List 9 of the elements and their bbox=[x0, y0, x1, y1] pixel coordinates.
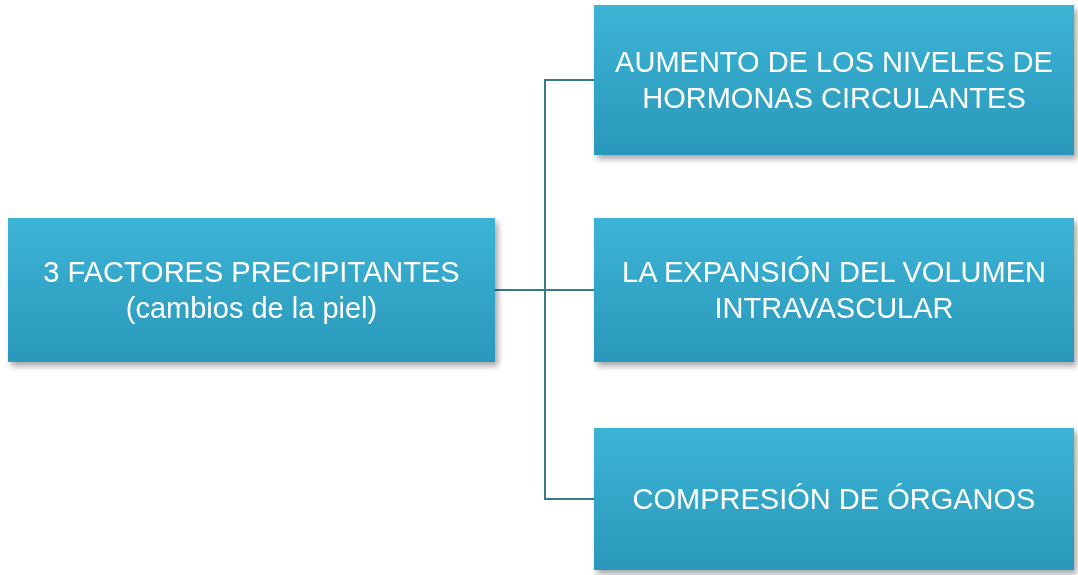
process-box bbox=[594, 218, 1074, 362]
connector-line bbox=[494, 289, 595, 500]
box-text: 3 FACTORES PRECIPITANTES (cambios de la piel) bbox=[42, 254, 461, 326]
box-text: AUMENTO DE LOS NIVELES DE HORMONAS CIRCULANTES bbox=[614, 44, 1054, 116]
process-box bbox=[594, 428, 1074, 570]
box-text: LA EXPANSIÓN DEL VOLUMEN INTRAVASCULAR bbox=[621, 254, 1047, 326]
box-text: COMPRESIÓN DE ÓRGANOS bbox=[632, 481, 1036, 517]
process-box bbox=[594, 5, 1074, 155]
process-box bbox=[8, 218, 495, 362]
